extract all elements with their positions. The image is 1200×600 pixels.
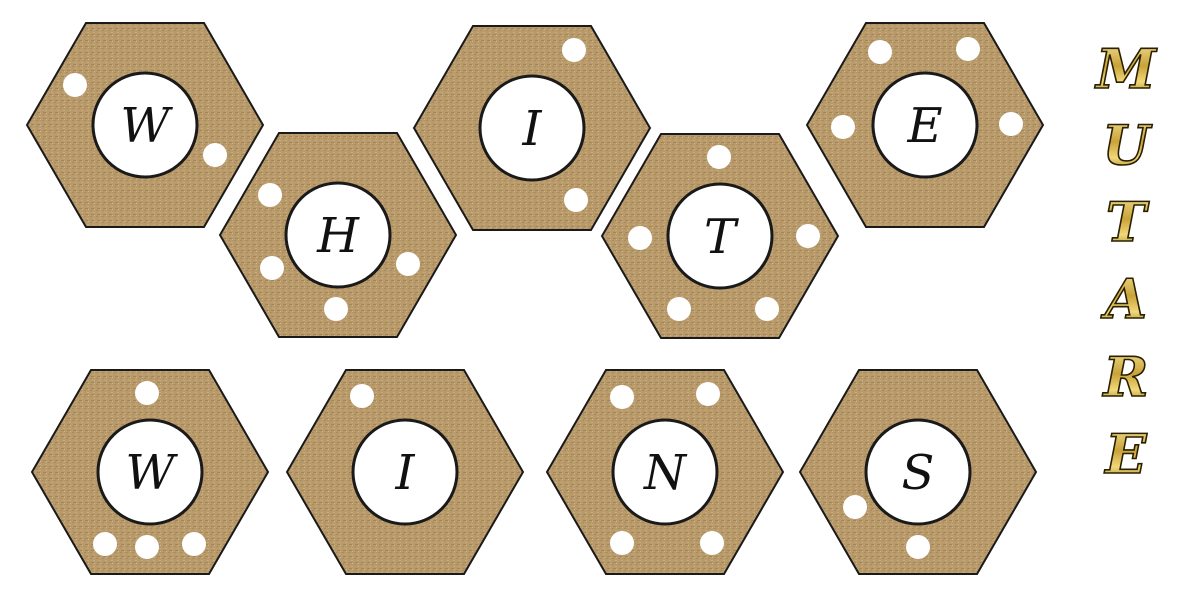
value-pip	[135, 535, 159, 559]
brand-letter: R	[1102, 345, 1149, 409]
letter-disc	[96, 418, 204, 526]
value-pip	[182, 532, 206, 556]
value-pip	[707, 145, 731, 169]
letter-disc	[91, 71, 199, 179]
tile-letter: S	[902, 445, 935, 501]
hex-tile[interactable]: W	[25, 22, 265, 228]
value-pip	[700, 531, 724, 555]
value-pip	[203, 143, 227, 167]
brand-letter: T	[1106, 190, 1150, 254]
hex-tile[interactable]: I	[285, 369, 525, 575]
letter-disc	[864, 418, 972, 526]
value-pip	[562, 38, 586, 62]
value-pip	[610, 385, 634, 409]
tile-letter: N	[643, 445, 688, 501]
value-pip	[831, 115, 855, 139]
hex-tile[interactable]: T	[600, 133, 840, 339]
brand-letter: U	[1102, 113, 1152, 177]
hex-tile[interactable]: S	[798, 369, 1038, 575]
value-pip	[667, 297, 691, 321]
letter-disc	[351, 418, 459, 526]
hex-tile[interactable]: N	[545, 369, 785, 575]
tile-letter: W	[120, 98, 173, 154]
value-pip	[350, 384, 374, 408]
brand-wordmark: M U T A R E	[1093, 36, 1159, 487]
hex-tile[interactable]: H	[218, 132, 458, 338]
value-pip	[796, 224, 820, 248]
letter-disc	[666, 182, 774, 290]
value-pip	[755, 297, 779, 321]
value-pip	[135, 381, 159, 405]
value-pip	[610, 531, 634, 555]
brand-letter: M	[1094, 37, 1158, 101]
value-pip	[63, 73, 87, 97]
value-pip	[564, 188, 588, 212]
tile-letter: E	[906, 98, 942, 154]
tile-letter: I	[395, 445, 416, 501]
brand-letter: E	[1103, 422, 1147, 486]
value-pip	[999, 112, 1023, 136]
tile-letter: W	[125, 445, 178, 501]
value-pip	[843, 495, 867, 519]
hex-tile[interactable]: E	[805, 22, 1045, 228]
value-pip	[324, 297, 348, 321]
value-pip	[906, 535, 930, 559]
letter-disc	[478, 74, 586, 182]
letter-disc	[611, 418, 719, 526]
value-pip	[258, 183, 282, 207]
value-pip	[956, 37, 980, 61]
value-pip	[868, 40, 892, 64]
letter-disc	[284, 181, 392, 289]
hex-tile[interactable]: W	[30, 369, 270, 575]
hex-tile[interactable]: I	[412, 25, 652, 231]
value-pip	[396, 252, 420, 276]
value-pip	[696, 382, 720, 406]
tile-letter: H	[316, 208, 360, 264]
value-pip	[260, 256, 284, 280]
tile-letter: I	[522, 101, 543, 157]
letter-disc	[871, 71, 979, 179]
brand-letter: A	[1100, 267, 1147, 331]
value-pip	[628, 226, 652, 250]
tile-letter: T	[704, 209, 739, 265]
value-pip	[93, 532, 117, 556]
